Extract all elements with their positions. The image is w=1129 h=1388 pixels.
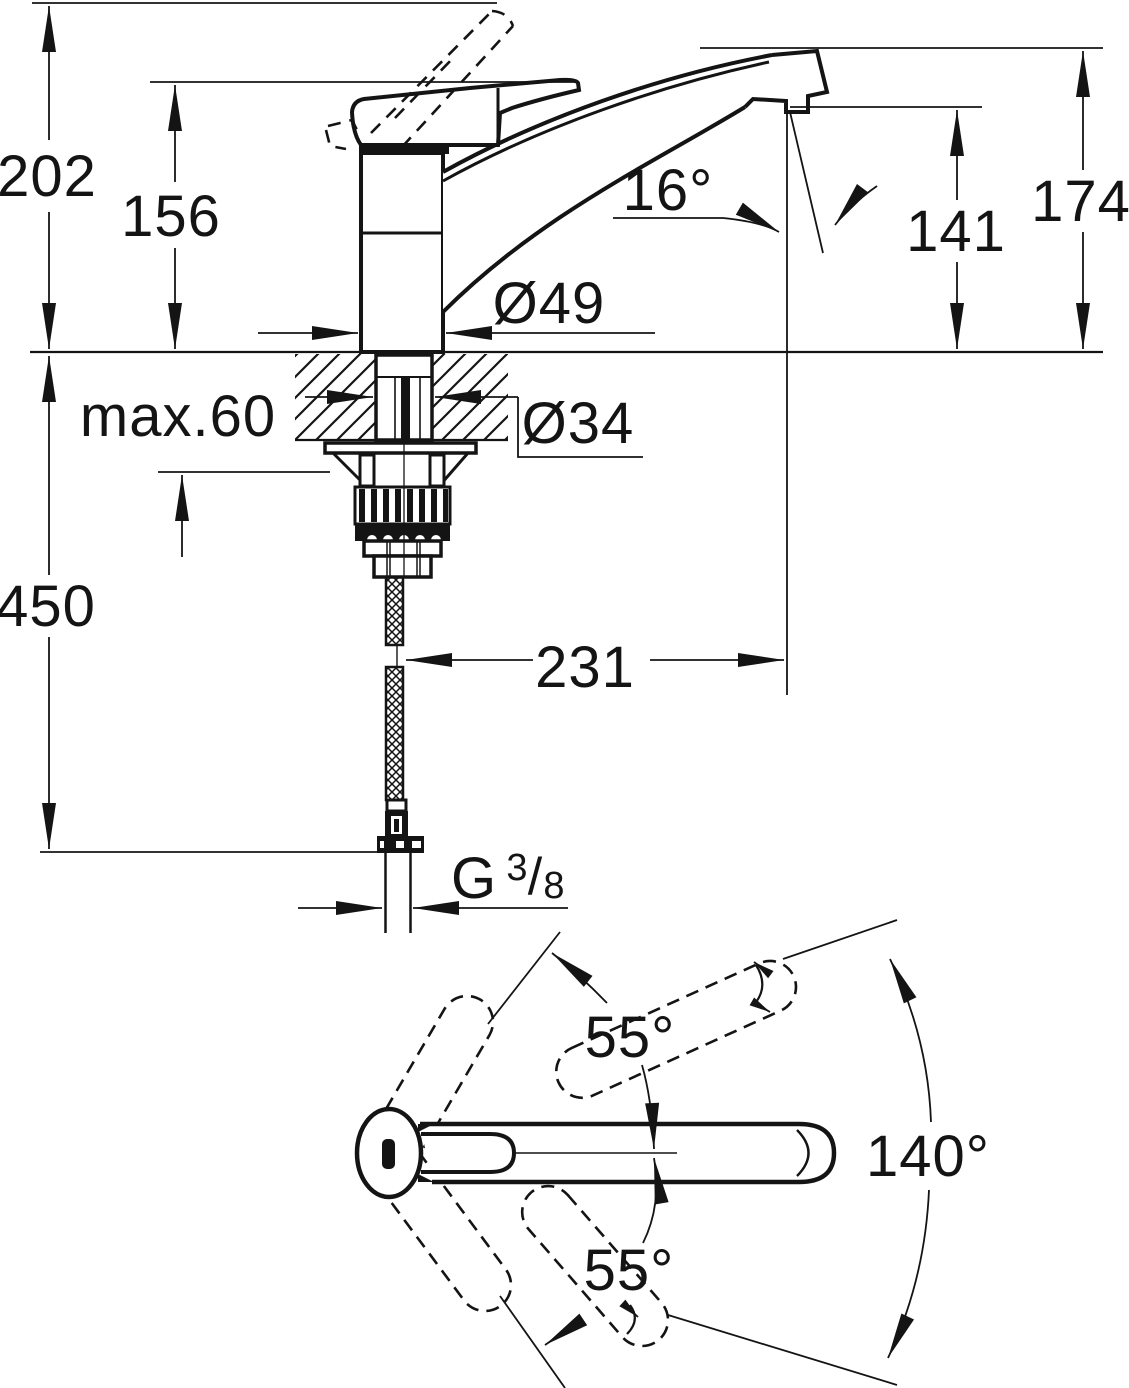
- dim-202-label: 202: [0, 144, 97, 209]
- dia-49-label: Ø49: [493, 271, 606, 336]
- mounting-shank: [374, 353, 434, 442]
- dia-34-label: Ø34: [522, 391, 635, 456]
- handle-pivot-slot: [382, 1139, 395, 1169]
- spout: [441, 48, 830, 314]
- g38-connection-tube: [384, 853, 412, 933]
- dim-450-label: 450: [0, 574, 96, 639]
- angle-leg-lines: [487, 919, 898, 1388]
- angle-16-label: 16°: [623, 158, 714, 223]
- angle-55-top-label: 55°: [585, 1005, 676, 1070]
- handle-lever-raised-dashed: [324, 9, 515, 151]
- angle-55-bottom-label: 55°: [584, 1238, 675, 1303]
- dimension-lines: [32, 2, 1103, 915]
- dim-231-label: 231: [535, 635, 635, 700]
- bottom-view: [354, 919, 932, 1388]
- faucet-body: [359, 145, 449, 354]
- dim-174-label: 174: [1031, 169, 1129, 234]
- dimension-labels: 202 156 174 141 16° Ø49 Ø34 max.60 450 2…: [0, 144, 1129, 1303]
- thread-g-label: G: [451, 846, 497, 911]
- handle-positions-dashed: [370, 959, 798, 1348]
- dashed-tip-inner-arc-top: [752, 964, 764, 1007]
- spout-angle-line: [789, 111, 824, 254]
- dim-141-label: 141: [906, 199, 1006, 264]
- angle-140-label: 140°: [866, 1124, 990, 1189]
- thread-num-label: 3: [506, 847, 527, 889]
- thread-den-label: 8: [543, 865, 564, 907]
- dim-156-label: 156: [121, 184, 221, 249]
- faucet-side-view: [324, 9, 830, 354]
- handle-top-view: [354, 1106, 837, 1200]
- thread-slash-label: /: [528, 848, 543, 906]
- supply-hose: [377, 575, 424, 933]
- mounting-nut-assembly: [323, 441, 478, 579]
- angle-arcs: [544, 952, 932, 1359]
- max-60-label: max.60: [80, 384, 276, 449]
